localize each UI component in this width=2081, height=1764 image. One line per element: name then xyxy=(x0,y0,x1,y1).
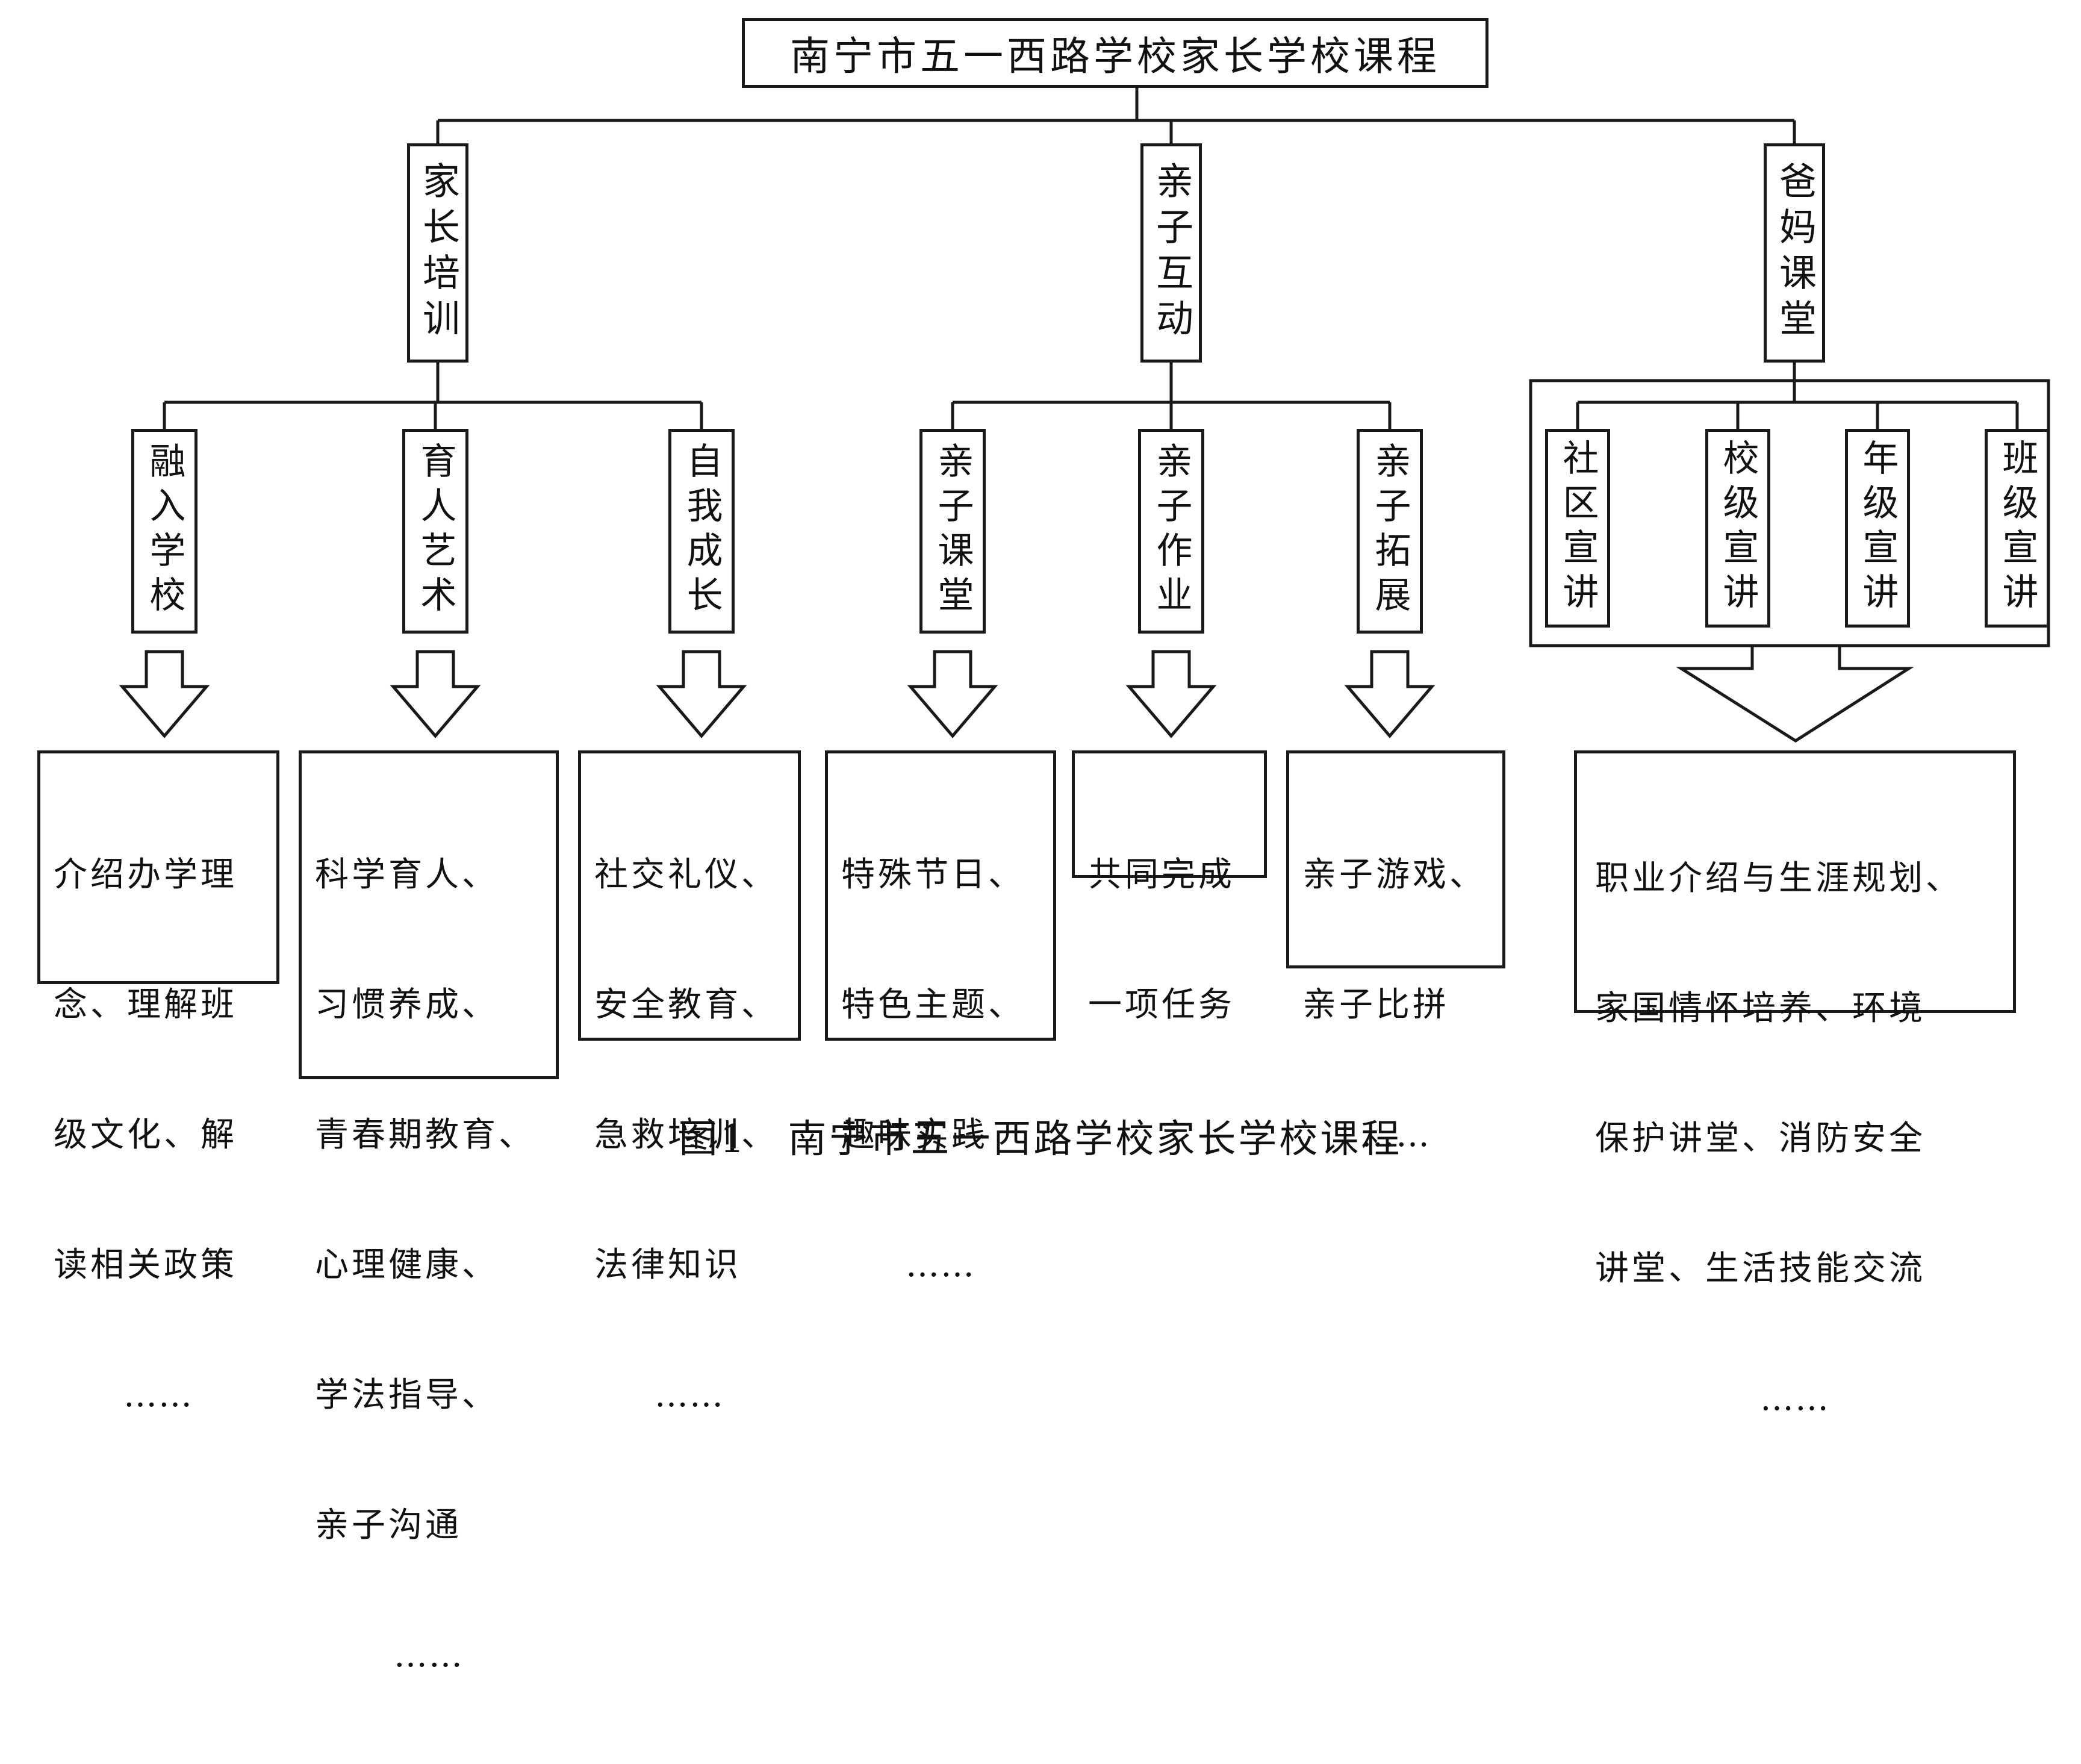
content-line: 法律知识 xyxy=(594,1245,741,1285)
content-parents-classroom: 职业介绍与生涯规划、 家国情怀培养、环境 保护讲堂、消防安全 讲堂、生活技能交流… xyxy=(1574,750,2016,1418)
content-line: 急救培训、 xyxy=(594,1115,778,1155)
node-label: 亲子课堂 xyxy=(932,442,974,620)
content-ellipsis: …… xyxy=(906,1245,975,1285)
course-structure-diagram: 南宁市五一西路学校家长学校课程 家长培训 亲子互动 爸妈课堂 融入学校 育人艺术… xyxy=(37,18,2050,1675)
node-grade-talk: 年级宣讲 xyxy=(1845,429,1910,628)
content-line: 特色主题、 xyxy=(841,985,1025,1024)
root-title: 南宁市五一西路学校家长学校课程 xyxy=(790,33,1440,79)
node-parenting-art: 育人艺术 xyxy=(402,429,468,634)
node-class-talk: 班级宣讲 xyxy=(1985,429,2050,628)
content-parenting-art: 科学育人、 习惯养成、 青春期教育、 心理健康、 学法指导、 亲子沟通 …… xyxy=(299,750,559,1675)
down-arrow-7 xyxy=(1676,644,1914,743)
content-ellipsis: …… xyxy=(123,1376,193,1415)
content-line: 共同完成 xyxy=(1088,855,1235,894)
content-integrate-school: 介绍办学理 念、理解班 级文化、解 读相关政策 …… xyxy=(37,750,279,1415)
content-parent-child-class: 特殊节日、 特色主题、 趣味实践 …… xyxy=(825,750,1056,1285)
content-line: 亲子沟通 xyxy=(315,1506,462,1545)
node-label: 自我成长 xyxy=(680,442,723,620)
branch-label: 爸妈课堂 xyxy=(1773,161,1817,344)
connector-lines xyxy=(119,88,2050,743)
down-arrow-4 xyxy=(907,650,998,738)
branch-label: 亲子互动 xyxy=(1149,161,1193,344)
content-line: 保护讲堂、消防安全 xyxy=(1595,1119,1926,1158)
content-line: 学法指导、 xyxy=(315,1376,499,1415)
content-parent-child-homework: 共同完成 一项任务 xyxy=(1072,750,1267,1024)
content-ellipsis: …… xyxy=(1361,1115,1431,1155)
content-line: 读相关政策 xyxy=(54,1245,237,1285)
content-line: 一项任务 xyxy=(1088,985,1235,1024)
content-line: 亲子比拼 xyxy=(1302,985,1449,1024)
node-label: 社区宣讲 xyxy=(1557,439,1599,617)
content-line: 科学育人、 xyxy=(315,855,499,894)
node-label: 亲子拓展 xyxy=(1369,442,1411,620)
node-parent-child-homework: 亲子作业 xyxy=(1138,429,1204,634)
content-line: 习惯养成、 xyxy=(315,985,499,1024)
down-arrow-5 xyxy=(1125,650,1217,738)
node-community-talk: 社区宣讲 xyxy=(1545,429,1610,628)
figure-caption: 图1 南宁市五一西路学校家长学校课程 xyxy=(679,1117,1402,1162)
node-label: 亲子作业 xyxy=(1150,442,1192,620)
node-label: 校级宣讲 xyxy=(1717,439,1759,617)
content-self-growth: 社交礼仪、 安全教育、 急救培训、 法律知识 …… xyxy=(578,750,801,1415)
node-label: 育人艺术 xyxy=(414,442,456,620)
node-label: 班级宣讲 xyxy=(1996,439,2038,617)
node-parent-child-extension: 亲子拓展 xyxy=(1357,429,1423,634)
node-label: 融入学校 xyxy=(143,442,185,620)
down-arrow-6 xyxy=(1344,650,1436,738)
content-line: 社交礼仪、 xyxy=(594,855,778,894)
content-line: 介绍办学理 xyxy=(54,855,237,894)
node-parent-child-class: 亲子课堂 xyxy=(919,429,986,634)
content-line: 念、理解班 xyxy=(54,985,237,1024)
content-line: 心理健康、 xyxy=(315,1245,499,1285)
branch-parent-child-interaction: 亲子互动 xyxy=(1140,143,1202,363)
down-arrow-2 xyxy=(390,650,481,738)
content-line: 讲堂、生活技能交流 xyxy=(1595,1249,1926,1288)
node-integrate-school: 融入学校 xyxy=(131,429,198,634)
node-self-growth: 自我成长 xyxy=(668,429,735,634)
branch-label: 家长培训 xyxy=(416,161,460,344)
content-line: 安全教育、 xyxy=(594,985,778,1024)
root-title-box: 南宁市五一西路学校家长学校课程 xyxy=(742,18,1488,88)
node-label: 年级宣讲 xyxy=(1856,439,1899,617)
content-line: 趣味实践 xyxy=(841,1115,988,1155)
content-line: 职业介绍与生涯规划、 xyxy=(1595,859,1962,898)
content-line: 青春期教育、 xyxy=(315,1115,535,1155)
content-ellipsis: …… xyxy=(655,1376,724,1415)
content-line: 特殊节日、 xyxy=(841,855,1025,894)
content-line: 亲子游戏、 xyxy=(1302,855,1486,894)
node-school-talk: 校级宣讲 xyxy=(1705,429,1770,628)
content-line: 家国情怀培养、环境 xyxy=(1595,989,1926,1028)
content-ellipsis: …… xyxy=(394,1636,464,1675)
branch-parent-training: 家长培训 xyxy=(407,143,468,363)
content-parent-child-extension: 亲子游戏、 亲子比拼 …… xyxy=(1286,750,1505,1155)
down-arrow-3 xyxy=(656,650,747,738)
content-line: 级文化、解 xyxy=(54,1115,237,1155)
down-arrow-1 xyxy=(119,650,210,738)
content-ellipsis: …… xyxy=(1760,1379,1830,1418)
branch-parents-classroom: 爸妈课堂 xyxy=(1764,143,1825,363)
